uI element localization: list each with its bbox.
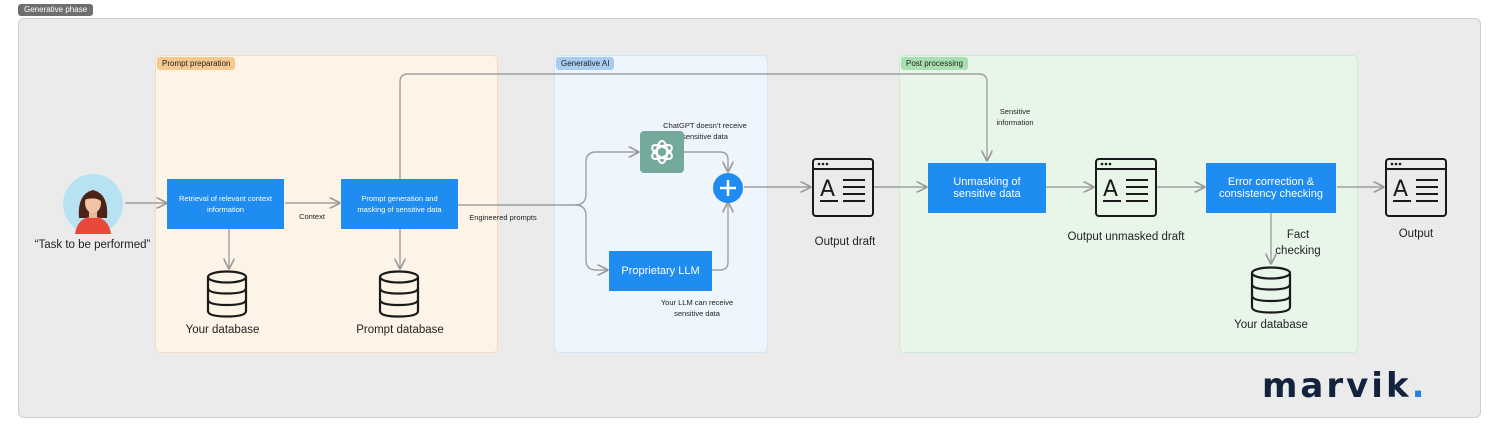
your-database-label: Your database [185, 324, 260, 336]
marvik-logo: marvik. [1262, 366, 1472, 406]
section-tag-prep: Prompt preparation [157, 57, 236, 70]
engineered-prompts-label: Engineered prompts [469, 213, 537, 222]
unmasking-box: Unmasking of sensitive data [928, 163, 1046, 213]
logo-dot: . [1411, 366, 1428, 406]
document-icon: A [1385, 158, 1447, 217]
edge-llm-plus [712, 203, 728, 271]
chatgpt-note: ChatGPT doesn’t receive sensitive data [663, 121, 747, 141]
database-icon [206, 270, 248, 318]
sensitive-info-label: Sensitive information [996, 107, 1034, 127]
document-icon: A [812, 158, 874, 217]
llm-note: Your LLM can receive sensitive data [660, 298, 734, 318]
section-tag-post: Post processing [901, 57, 968, 70]
prompt-database-label: Prompt database [356, 324, 444, 336]
svg-text:A: A [1393, 177, 1408, 202]
output-draft-label: Output draft [814, 236, 876, 248]
your-database-2-label: Your database [1234, 319, 1308, 331]
edge-to-chatgpt [574, 152, 638, 206]
context-label: Context [299, 212, 325, 221]
edge-chatgpt-plus [684, 151, 728, 171]
section-tag-gen: Generative AI [556, 57, 615, 70]
svg-text:A: A [820, 177, 835, 202]
proprietary-llm-box: Proprietary LLM [609, 251, 712, 291]
edge-to-llm [574, 204, 607, 270]
svg-text:A: A [1103, 177, 1118, 202]
retrieval-box: Retrieval of relevant context informatio… [167, 179, 284, 229]
merge-plus-icon [713, 173, 743, 203]
error-correction-box: Error correction & consistency checking [1206, 163, 1336, 213]
database-icon [378, 270, 420, 318]
user-avatar-icon [63, 174, 123, 234]
output-unmasked-label: Output unmasked draft [1067, 231, 1185, 243]
chatgpt-logo-icon [640, 131, 684, 173]
database-icon [1250, 266, 1292, 314]
document-icon: A [1095, 158, 1157, 217]
fact-checking-label: Fact checking [1275, 229, 1321, 257]
prompt-generation-box: Prompt generation and masking of sensiti… [341, 179, 458, 229]
phase-tag: Generative phase [18, 4, 94, 16]
user-label: “Task to be performed” [34, 239, 151, 251]
output-label: Output [1398, 228, 1434, 240]
logo-text: marvik. [1262, 366, 1428, 406]
edge-sensitive-info [399, 73, 987, 179]
